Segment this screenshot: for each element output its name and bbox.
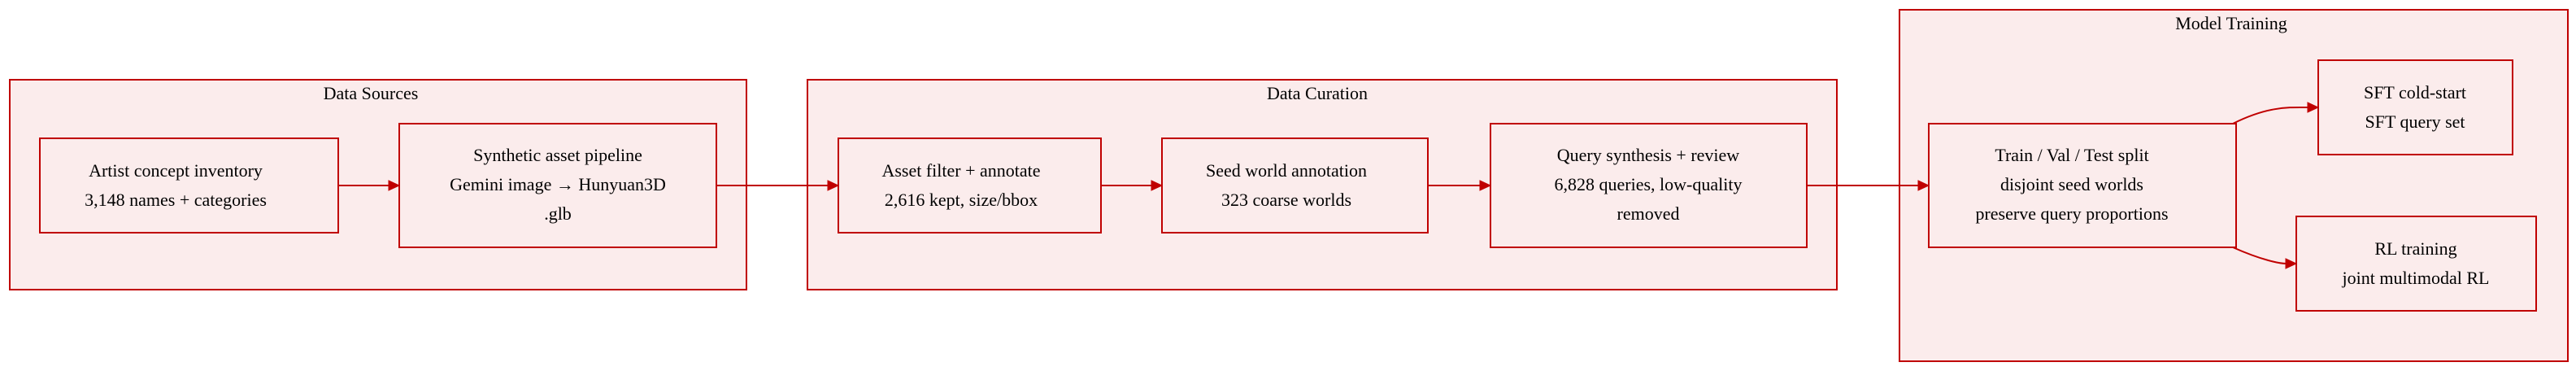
node-synthetic-asset-pipeline: Synthetic asset pipeline Gemini image → …	[398, 123, 717, 248]
cluster-data-curation-label: Data Curation	[1267, 83, 1368, 103]
node-query-line-1: Query synthesis + review	[1557, 145, 1740, 165]
node-filter-line-1: Asset filter + annotate	[881, 160, 1040, 181]
node-artist-concept-inventory: Artist concept inventory 3,148 names + c…	[39, 137, 339, 234]
node-split-box	[1928, 123, 2237, 248]
cluster-model-training-label: Model Training	[2175, 13, 2287, 33]
arrowhead-query-to-split	[1917, 180, 1930, 191]
node-seed-box	[1161, 137, 1429, 234]
node-filter-line-2: 2,616 kept, size/bbox	[885, 190, 1038, 210]
node-filter-box	[838, 137, 1102, 234]
node-asset-filter-annotate: Asset filter + annotate 2,616 kept, size…	[838, 137, 1102, 234]
node-seed-line-1: Seed world annotation	[1206, 160, 1367, 181]
node-split-line-1: Train / Val / Test split	[1995, 145, 2148, 165]
node-seed-line-2: 323 coarse worlds	[1221, 190, 1351, 210]
node-query-line-2: 6,828 queries, low-quality	[1555, 174, 1743, 194]
node-artist-box	[39, 137, 339, 234]
node-split-line-3: preserve query proportions	[1975, 203, 2168, 224]
node-artist-line-2: 3,148 names + categories	[85, 190, 267, 210]
node-query-box	[1490, 123, 1808, 248]
arrowhead-artist-to-synthetic	[388, 180, 401, 191]
arrowhead-split-to-sft	[2307, 102, 2320, 113]
node-rl-line-1: RL training	[2374, 238, 2456, 259]
arrowhead-seed-to-query	[1479, 180, 1492, 191]
node-sft-line-1: SFT cold-start	[2364, 82, 2466, 103]
node-synthetic-box	[398, 123, 717, 248]
arrowhead-filter-to-seed	[1151, 180, 1164, 191]
node-rl-line-2: joint multimodal RL	[2342, 268, 2490, 288]
edges	[338, 102, 2320, 269]
node-split-line-2: disjoint seed worlds	[2000, 174, 2143, 194]
node-artist-line-1: Artist concept inventory	[89, 160, 263, 181]
node-query-line-3: removed	[1617, 203, 1680, 224]
node-sft-line-2: SFT query set	[2365, 111, 2465, 132]
node-rl-training: RL training joint multimodal RL	[2295, 216, 2537, 312]
edge-split-to-rl	[2232, 247, 2287, 264]
node-synthetic-line-1: Synthetic asset pipeline	[473, 145, 642, 165]
node-sft-cold-start: SFT cold-start SFT query set	[2317, 59, 2513, 155]
node-synthetic-line-2: Gemini image → Hunyuan3D	[450, 174, 666, 194]
node-query-synthesis-review: Query synthesis + review 6,828 queries, …	[1490, 123, 1808, 248]
node-rl-box	[2295, 216, 2537, 312]
arrowhead-split-to-rl	[2285, 258, 2298, 269]
node-train-val-test-split: Train / Val / Test split disjoint seed w…	[1928, 123, 2237, 248]
node-sft-box	[2317, 59, 2513, 155]
cluster-data-sources-label: Data Sources	[324, 83, 419, 103]
arrowhead-synthetic-to-filter	[827, 180, 840, 191]
node-seed-world-annotation: Seed world annotation 323 coarse worlds	[1161, 137, 1429, 234]
edge-split-to-sft	[2232, 106, 2308, 124]
node-synthetic-line-3: .glb	[544, 203, 572, 224]
